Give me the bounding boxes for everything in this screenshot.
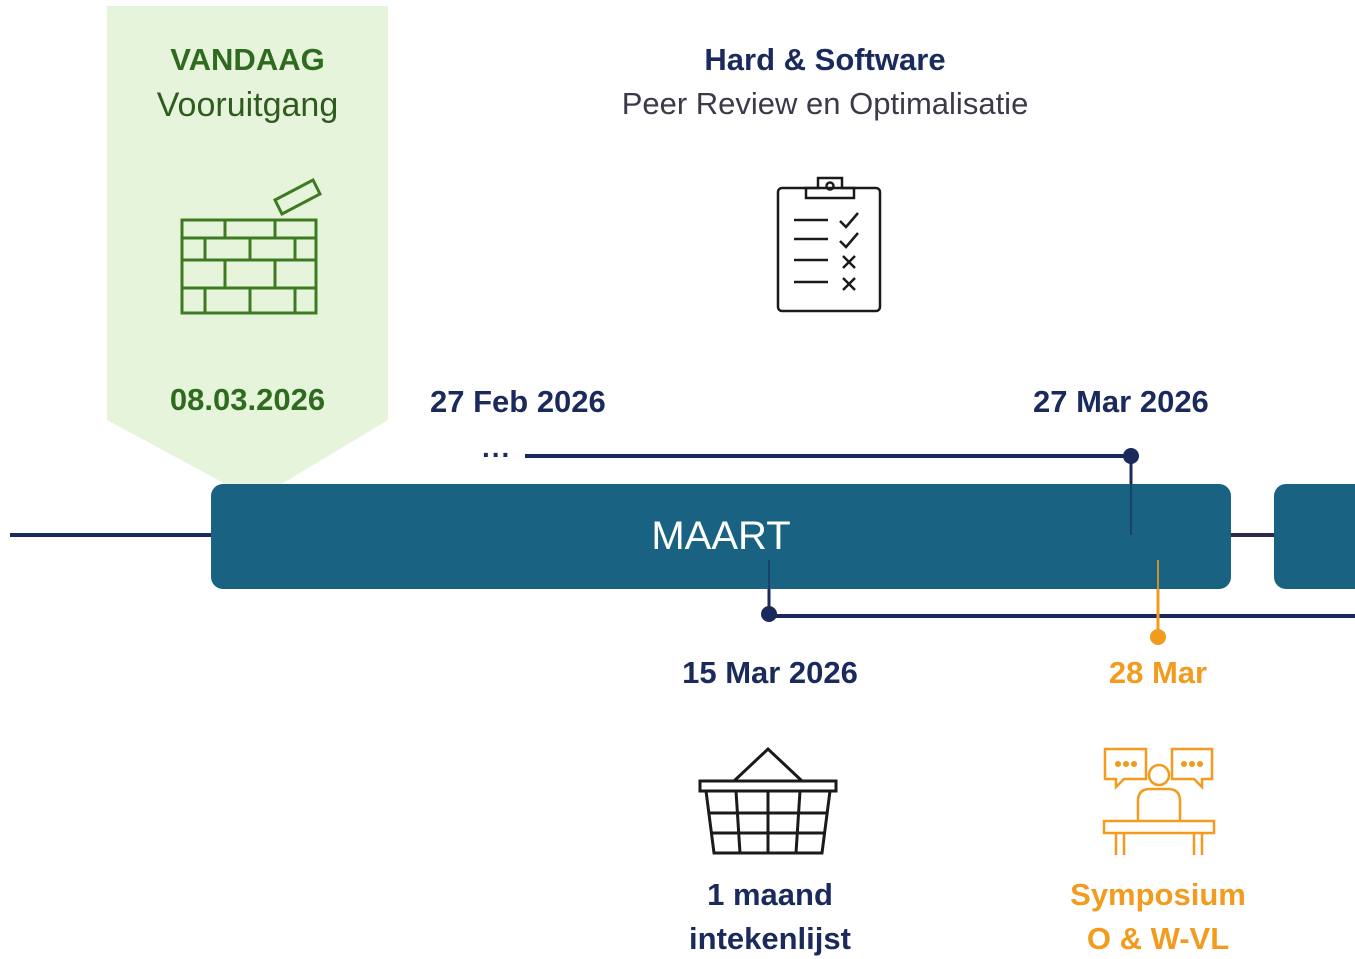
month-label: MAART [651, 514, 791, 558]
clipboard-checklist-icon [776, 176, 882, 313]
presentation-speaker-icon [1102, 747, 1216, 855]
start-date-label: 27 Feb 2026 [430, 384, 606, 419]
orange-marker [1150, 629, 1166, 645]
milestone-title: Hard & Software [704, 42, 946, 77]
shopping-basket-icon [698, 746, 838, 855]
symposium-line1: Symposium [1070, 877, 1246, 912]
intekenlijst-line1: 1 maand [707, 877, 833, 912]
today-heading: VANDAAG [170, 42, 325, 77]
end-date-label: 27 Mar 2026 [1033, 384, 1209, 419]
bottom-bracket-marker [761, 606, 777, 622]
top-bracket-marker [1123, 448, 1139, 464]
intekenlijst-date-label: 15 Mar 2026 [682, 655, 858, 690]
intekenlijst-line2: intekenlijst [689, 921, 851, 956]
brick-wall-icon [180, 178, 322, 315]
milestone-subtitle: Peer Review en Optimalisatie [621, 86, 1029, 121]
next-month-bar [1274, 484, 1355, 589]
symposium-date-label: 28 Mar [1108, 655, 1208, 690]
continuation-ellipsis: ... [482, 432, 512, 463]
month-bar: MAART [211, 484, 1231, 589]
today-date: 08.03.2026 [169, 382, 326, 417]
today-subheading: Vooruitgang [156, 86, 339, 124]
symposium-line2: O & W-VL [1086, 921, 1230, 956]
